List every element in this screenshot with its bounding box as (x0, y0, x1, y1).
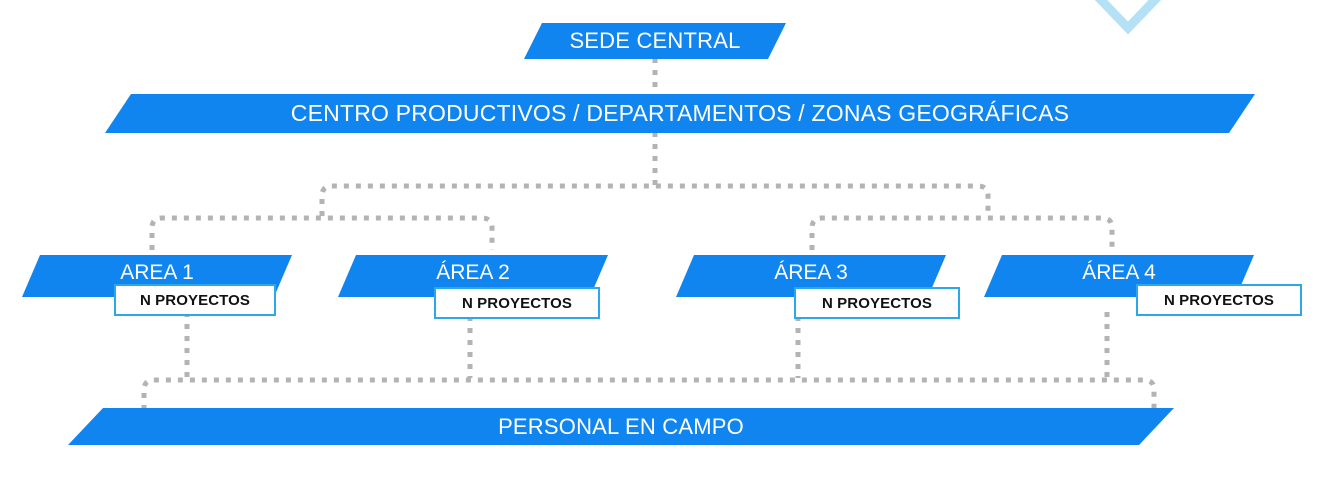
banner-personal-en-campo-label: PERSONAL EN CAMPO (498, 413, 744, 439)
banner-personal-en-campo[interactable]: PERSONAL EN CAMPO (68, 408, 1174, 445)
projects-box-3[interactable]: N PROYECTOS (794, 287, 960, 319)
area-banner-4-label: ÁREA 4 (1082, 260, 1156, 284)
projects-box-2[interactable]: N PROYECTOS (434, 287, 600, 319)
banner-sede-central-label: SEDE CENTRAL (569, 28, 741, 53)
banner-sede-central[interactable]: SEDE CENTRAL (524, 23, 786, 59)
area-banner-1-label: AREA 1 (120, 260, 194, 284)
banner-centros-productivos[interactable]: CENTRO PRODUCTIVOS / DEPARTAMENTOS / ZON… (105, 94, 1255, 133)
area-banner-3-label: ÁREA 3 (774, 260, 848, 284)
projects-box-2-label: N PROYECTOS (461, 294, 572, 312)
projects-box-4-label: N PROYECTOS (1163, 291, 1274, 309)
projects-box-1-label: N PROYECTOS (139, 291, 250, 309)
banner-centros-productivos-label: CENTRO PRODUCTIVOS / DEPARTAMENTOS / ZON… (290, 100, 1070, 126)
chevron-watermark-icon (1068, 0, 1208, 45)
projects-box-1[interactable]: N PROYECTOS (114, 284, 276, 316)
area-banner-2-label: ÁREA 2 (436, 260, 510, 284)
projects-box-4[interactable]: N PROYECTOS (1136, 284, 1302, 316)
projects-box-3-label: N PROYECTOS (821, 294, 932, 312)
